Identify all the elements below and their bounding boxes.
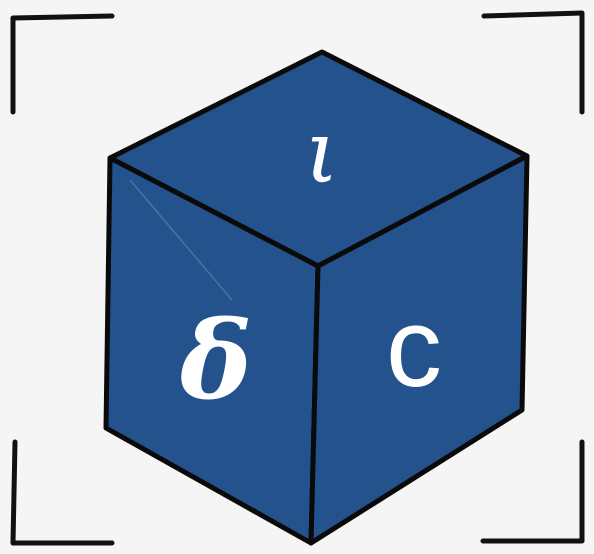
corner-bracket-bottom-left — [10, 439, 115, 546]
left-face-letter: δ — [179, 298, 252, 424]
cube-right-face — [308, 153, 530, 546]
cube-icon — [103, 49, 530, 546]
focus-frame-icon — [10, 10, 585, 546]
corner-bracket-bottom-right — [480, 439, 585, 544]
corner-bracket-top-right — [481, 10, 585, 115]
right-face-letter: c — [386, 285, 442, 410]
cube-left-face-stroke-detail — [129, 179, 233, 301]
corner-bracket-top-left — [10, 13, 115, 115]
top-face-letter: ι — [305, 103, 339, 203]
